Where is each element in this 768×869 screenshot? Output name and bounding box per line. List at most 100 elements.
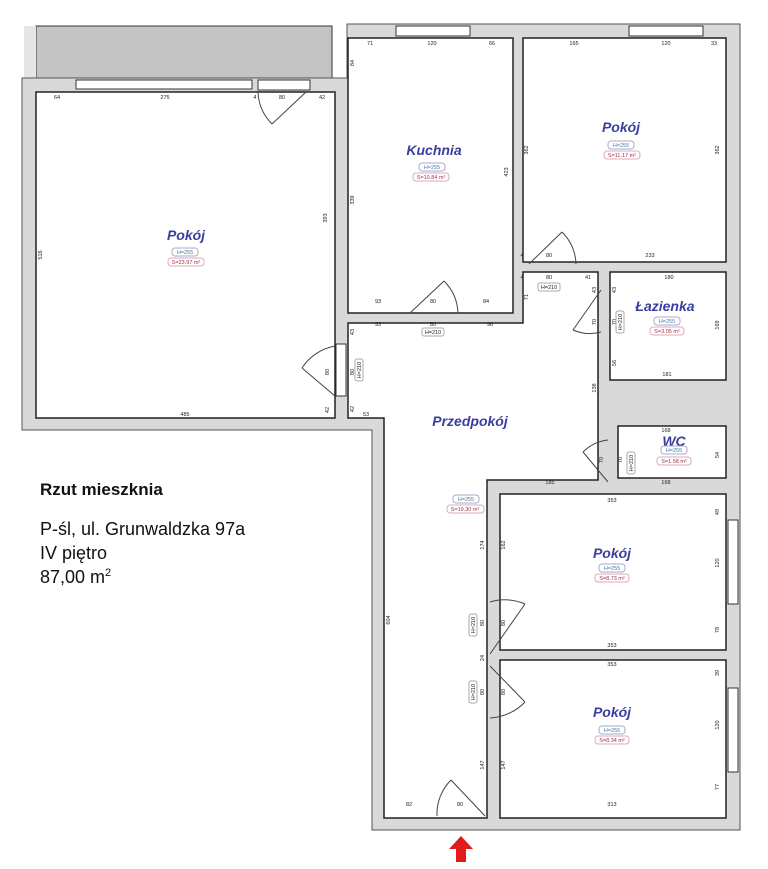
dimension-label: 43	[592, 287, 598, 293]
dimension-label: 70	[612, 319, 618, 325]
dimension-label: 70	[599, 457, 605, 463]
svg-text:H=210: H=210	[471, 617, 477, 633]
dimension-label: 43	[350, 329, 356, 335]
dimension-label: 84	[350, 60, 356, 66]
svg-text:H=255: H=255	[424, 165, 440, 171]
dimension-label: 80	[457, 802, 463, 808]
dimension-label: 49	[715, 509, 721, 515]
dimension-label: 353	[607, 498, 616, 504]
room-label-lazienka: Łazienka H=255 S=3.05 m²	[634, 298, 695, 336]
dimension-label: 56	[612, 360, 618, 366]
dimension-label: 120	[715, 558, 721, 567]
svg-text:H=210: H=210	[618, 314, 624, 330]
svg-text:Pokój: Pokój	[602, 119, 641, 135]
door-height-tag: H=210	[615, 310, 625, 334]
svg-text:H=255: H=255	[177, 250, 193, 256]
svg-text:H=210: H=210	[425, 330, 441, 336]
dimension-label: 33	[711, 41, 717, 47]
svg-text:S=23.97 m²: S=23.97 m²	[172, 260, 201, 266]
dimension-label: 233	[645, 253, 654, 259]
dimension-label: 353	[607, 662, 616, 668]
dimension-label: 80	[501, 689, 507, 695]
dimension-label: 120	[661, 41, 670, 47]
dimension-label: 66	[489, 41, 495, 47]
door-height-tag: H=210	[468, 613, 478, 637]
svg-text:Łazienka: Łazienka	[634, 298, 694, 314]
svg-text:Pokój: Pokój	[593, 545, 632, 561]
entry-arrow-icon	[449, 836, 473, 862]
dimension-label: 362	[524, 145, 530, 154]
dimension-label: 80	[430, 322, 436, 328]
dimension-label: 423	[504, 167, 510, 176]
svg-text:S=19.30 m²: S=19.30 m²	[451, 507, 480, 513]
dimension-label: 42	[319, 95, 325, 101]
door-height-tag: H=210	[626, 451, 636, 475]
dimension-label: 80	[546, 275, 552, 281]
room-przedpokoj	[347, 271, 599, 819]
dimension-label: 70	[618, 457, 624, 463]
dimension-label: 80	[546, 253, 552, 259]
dimension-label: 147	[480, 760, 486, 769]
dimension-label: 54	[715, 452, 721, 458]
room-label-wc: WC H=255 S=1.58 m²	[656, 433, 692, 466]
dimension-label: 339	[350, 195, 356, 204]
svg-text:S=10.84 m²: S=10.84 m²	[417, 175, 446, 181]
dimension-label: 80	[430, 299, 436, 305]
dimension-label: 4	[520, 253, 523, 259]
svg-text:H=255: H=255	[666, 448, 682, 454]
svg-text:H=255: H=255	[613, 143, 629, 149]
room-label-przedpokoj: Przedpokój H=255 S=19.30 m²	[432, 413, 509, 514]
room-label-pokoj-large: Pokój H=255 S=23.97 m²	[167, 227, 206, 267]
room-label-pokoj-middle: Pokój H=255 S=8.73 m²	[593, 545, 632, 583]
dimension-label: 147	[501, 760, 507, 769]
svg-text:S=8.73 m²: S=8.73 m²	[599, 576, 625, 582]
dimension-label: 80	[480, 689, 486, 695]
svg-text:Kuchnia: Kuchnia	[406, 142, 461, 158]
dimension-label: 80	[325, 369, 331, 375]
room-label-pokoj-bottom: Pokój H=255 S=8.34 m²	[593, 704, 632, 745]
dimension-label: 169	[715, 320, 721, 329]
balcony-edge	[24, 26, 36, 78]
dimension-label: 41	[585, 275, 591, 281]
svg-text:H=255: H=255	[604, 566, 620, 572]
dimension-label: 180	[664, 275, 673, 281]
dimension-label: 78	[715, 627, 721, 633]
door-height-tag: H=210	[537, 282, 561, 292]
floor-level: IV piętro	[40, 543, 108, 563]
svg-text:H=255: H=255	[659, 319, 675, 325]
room-label-kuchnia: Kuchnia H=255 S=10.84 m²	[406, 142, 462, 182]
dimension-label: 96	[487, 322, 493, 328]
dimension-label: 313	[607, 802, 616, 808]
svg-text:S=3.05 m²: S=3.05 m²	[654, 329, 680, 335]
svg-text:WC: WC	[662, 433, 686, 449]
svg-text:S=8.34 m²: S=8.34 m²	[599, 738, 625, 744]
svg-text:H=210: H=210	[629, 455, 635, 471]
dimension-label: 71	[524, 294, 530, 300]
dimension-label: 84	[483, 299, 489, 305]
svg-text:H=255: H=255	[604, 728, 620, 734]
total-area-unit-sup: 2	[105, 567, 112, 579]
plan-title: Rzut mieszknia	[40, 480, 163, 499]
door-height-tag: H=210	[468, 680, 478, 704]
dimension-label: 93	[375, 299, 381, 305]
dimension-label: 516	[38, 250, 44, 259]
dimension-label: 24	[480, 655, 486, 661]
dimension-label: 393	[323, 213, 329, 222]
dimension-label: 181	[662, 372, 671, 378]
total-area-value: 87,00 m	[40, 567, 106, 587]
svg-text:H=210: H=210	[357, 362, 363, 378]
dimension-label: 120	[715, 720, 721, 729]
dimension-label: 80	[279, 95, 285, 101]
dimension-label: 82	[406, 802, 412, 808]
svg-text:Przedpokój: Przedpokój	[432, 413, 509, 429]
dimension-label: 42	[325, 407, 331, 413]
doors	[257, 91, 609, 817]
dimension-label: 80	[480, 620, 486, 626]
svg-text:H=210: H=210	[541, 285, 557, 291]
svg-text:Pokój: Pokój	[167, 227, 206, 243]
room-label-pokoj-top-right: Pokój H=255 S=11.17 m²	[602, 119, 641, 160]
dimension-label: 168	[661, 480, 670, 486]
svg-text:S=11.17 m²: S=11.17 m²	[608, 153, 636, 159]
